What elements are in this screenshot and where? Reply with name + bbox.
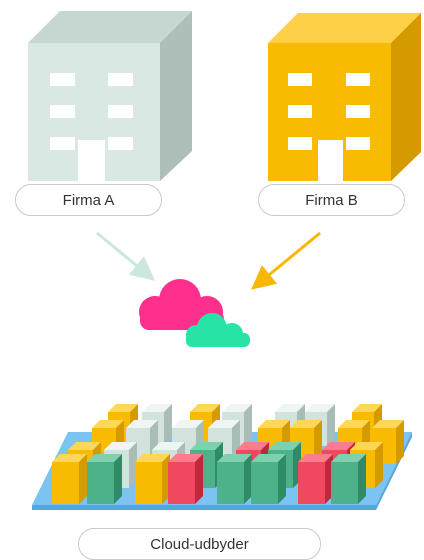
server-cube (298, 462, 325, 504)
server-cube (268, 442, 301, 450)
server-cube (327, 404, 335, 446)
server-cube (142, 404, 172, 412)
company-a-label: Firma A (15, 184, 162, 216)
server-cube (114, 454, 122, 504)
server-cube (92, 420, 124, 428)
server-cube (164, 404, 172, 446)
server-cube (338, 420, 370, 428)
server-cube (152, 442, 185, 450)
server-cube (190, 442, 223, 450)
server-cube (375, 442, 383, 488)
server-cube (305, 404, 335, 412)
server-cube (258, 420, 290, 428)
server-cube (275, 404, 305, 412)
datacenter-icon (32, 404, 412, 510)
server-cube (172, 420, 204, 428)
server-cube (208, 420, 240, 428)
server-cube (251, 462, 278, 504)
server-cube (322, 442, 355, 450)
server-cube (222, 404, 252, 412)
server-cube (168, 454, 203, 462)
server-cube (217, 454, 252, 462)
building-a-icon (28, 11, 192, 181)
cloud-icon (139, 279, 250, 347)
server-cube (278, 454, 286, 504)
server-cube (190, 404, 220, 412)
server-cube (244, 404, 252, 446)
server-cube (298, 454, 333, 462)
server-cube (108, 404, 138, 412)
server-cube (195, 454, 203, 504)
server-cube (135, 462, 162, 504)
cloud-provider-label: Cloud-udbyder (78, 528, 321, 560)
server-cubes (52, 404, 404, 504)
company-b-label: Firma B (258, 184, 405, 216)
server-cube (251, 454, 286, 462)
server-cube (68, 442, 101, 450)
server-cube (168, 462, 195, 504)
server-cube (87, 454, 122, 462)
server-cube (331, 462, 358, 504)
server-cube (104, 442, 137, 450)
arrow-b-to-cloud (251, 231, 321, 290)
server-cube (352, 404, 382, 412)
server-cube (52, 462, 79, 504)
server-cube (135, 454, 170, 462)
server-cube (79, 454, 87, 504)
server-cube (314, 420, 322, 464)
server-cube (52, 454, 87, 462)
server-cube (236, 442, 269, 450)
server-cube (396, 420, 404, 464)
arrow-a-to-cloud (96, 231, 155, 281)
building-b-icon (268, 13, 421, 181)
server-cube (372, 420, 404, 428)
server-cube (358, 454, 366, 504)
server-cube (217, 462, 244, 504)
server-cube (126, 420, 158, 428)
server-cube (244, 454, 252, 504)
server-cube (331, 454, 366, 462)
server-cube (290, 420, 322, 428)
server-cube (87, 462, 114, 504)
server-cube (350, 442, 383, 450)
